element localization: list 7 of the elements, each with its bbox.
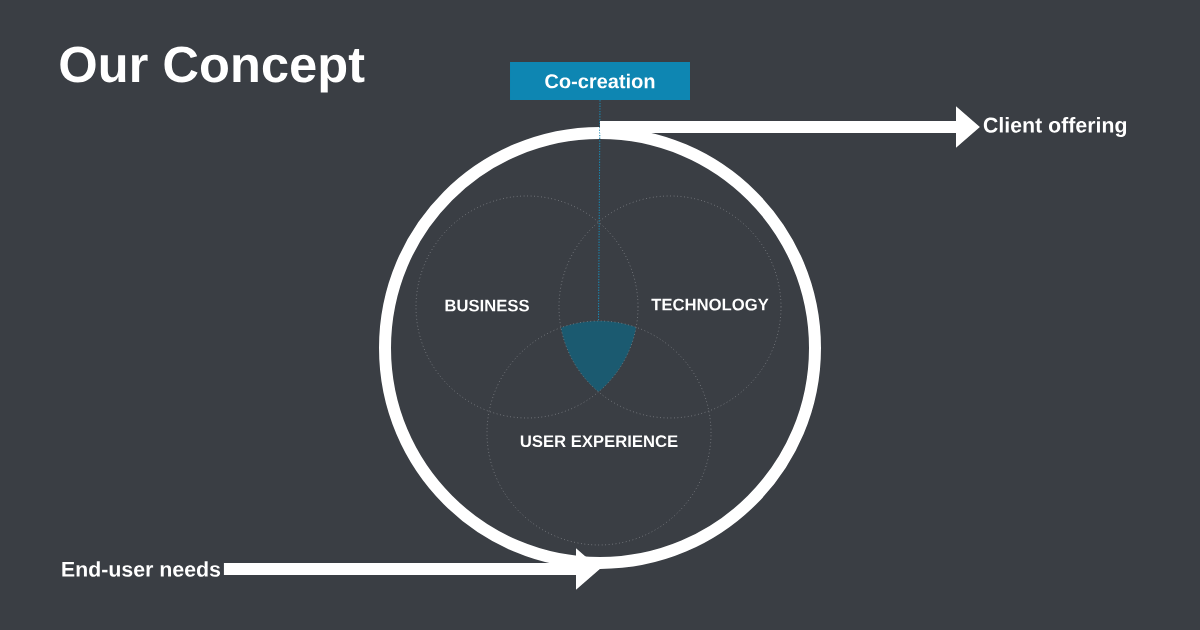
flow-label: Client offering — [983, 117, 1127, 137]
shaded-intersection — [561, 321, 636, 392]
loop-circle — [379, 126, 821, 569]
flow-label: End-user needs — [62, 561, 221, 577]
label-box: Co-creation — [510, 62, 690, 100]
title: Our Concept — [60, 46, 365, 93]
leader-line — [597, 99, 601, 322]
